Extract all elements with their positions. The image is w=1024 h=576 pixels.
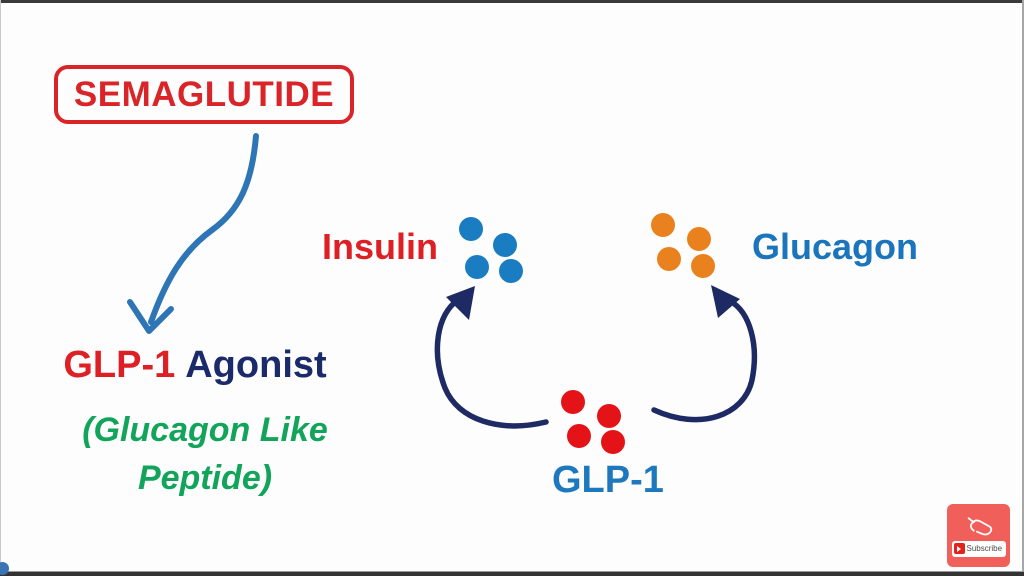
glp1-to-glucagon-arrow	[651, 298, 758, 423]
insulin-dot	[459, 217, 483, 241]
right-frame-edge	[1022, 0, 1024, 576]
subscribe-label: Subscribe	[966, 544, 1003, 553]
glucagon-like-peptide-line2: Peptide)	[137, 459, 273, 497]
glucagon-dot	[687, 227, 711, 251]
glp1-dot	[561, 390, 585, 414]
top-frame-line	[0, 0, 1024, 3]
insulin-dot	[493, 233, 517, 257]
insulin-dot	[465, 255, 489, 279]
bottom-frame-bar	[0, 571, 1024, 576]
glucagon-dot	[651, 213, 675, 237]
glp1-agonist-glp1-part: GLP-1	[63, 344, 176, 386]
glucagon-like-peptide-subtitle: (Glucagon Like Peptide)	[40, 406, 370, 502]
left-frame-edge	[0, 0, 1, 576]
glucagon-label: Glucagon	[752, 226, 919, 267]
semaglutide-to-glp1-arrowhead-icon	[127, 299, 174, 334]
youtube-play-icon	[953, 543, 965, 554]
glucagon-dot	[657, 247, 681, 271]
glp1-dot	[601, 430, 625, 454]
glp1-agonist-agonist-part: Agonist	[185, 344, 327, 386]
glp1-to-glucagon-arrowhead-icon	[711, 285, 740, 318]
semaglutide-label: SEMAGLUTIDE	[73, 74, 335, 114]
semaglutide-to-glp1-arrow	[148, 133, 259, 325]
corner-progress-dot	[0, 562, 9, 575]
glp1-label: GLP-1	[552, 459, 664, 501]
glp1-to-insulin-arrowhead-icon	[446, 286, 475, 320]
semaglutide-box: SEMAGLUTIDE	[54, 65, 354, 124]
glp1-to-insulin-arrow	[434, 297, 549, 429]
glucagon-dot	[691, 254, 715, 278]
insulin-label: Insulin	[322, 226, 438, 267]
glucagon-like-peptide-line1: (Glucagon Like	[82, 411, 328, 449]
hormone-dot-clusters	[459, 213, 715, 454]
glp1-dot	[567, 424, 591, 448]
glp1-dot	[597, 404, 621, 428]
subscribe-button[interactable]: Subscribe	[947, 504, 1010, 567]
insulin-dot	[499, 259, 523, 283]
subscribe-pill: Subscribe	[951, 540, 1006, 557]
click-hand-icon	[967, 516, 992, 535]
